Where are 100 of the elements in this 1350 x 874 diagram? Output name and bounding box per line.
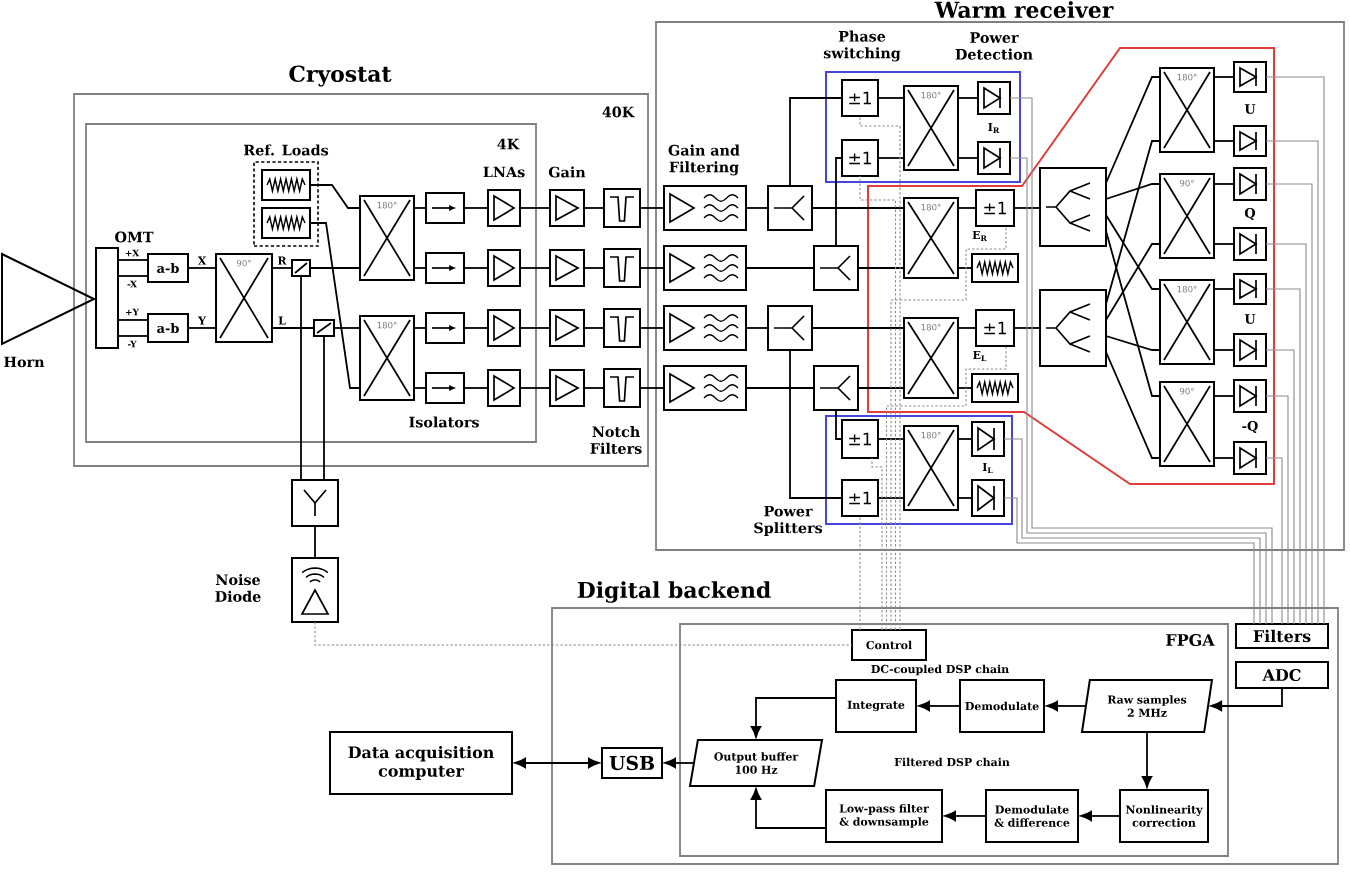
isolator-box [425, 252, 465, 284]
connector-line [957, 97, 979, 99]
connector-line [1213, 395, 1235, 397]
connector-line [1013, 327, 1041, 329]
connector-line [877, 157, 905, 159]
dotted-line [859, 515, 861, 631]
amplifier-box [487, 249, 521, 287]
connector-line [314, 525, 316, 559]
connector-line [639, 327, 665, 329]
connector-line [1013, 207, 1041, 209]
connector-line [957, 438, 973, 440]
connector-line [835, 409, 843, 440]
connector-line [957, 327, 977, 329]
dotted-line [859, 175, 897, 631]
connector-line [413, 267, 427, 269]
connector-line [1105, 230, 1161, 397]
splitter-box [813, 245, 859, 291]
connector-line [1213, 183, 1235, 185]
connector-line [117, 335, 149, 337]
connector-line [117, 275, 149, 277]
connector-line [463, 207, 489, 209]
dotted-line [314, 621, 853, 646]
box-title: Cryostat [289, 65, 392, 87]
connector-line [1213, 76, 1235, 78]
arrow [1046, 700, 1087, 712]
connector-line [519, 207, 551, 209]
connector-line [811, 327, 905, 329]
arrow [1210, 687, 1283, 712]
splitter-box [767, 185, 813, 231]
connector-line [1213, 243, 1235, 245]
load-box [971, 373, 1019, 403]
switch-box: ±1 [975, 189, 1015, 227]
switch-box: ±1 [841, 479, 879, 517]
connector-line [639, 267, 665, 269]
connector-line [745, 267, 815, 269]
detector-box [1233, 227, 1267, 261]
connector-line [1213, 288, 1235, 290]
arrow [1080, 810, 1121, 822]
detector-box [977, 141, 1011, 175]
connector-line [463, 267, 489, 269]
connector-line [519, 267, 551, 269]
connector-line [1105, 335, 1161, 351]
detector-box [1233, 441, 1267, 475]
connector-line [957, 267, 973, 269]
detector-box [971, 421, 1005, 457]
connector-line [1213, 349, 1235, 351]
connector-line [639, 207, 665, 209]
connector-line [1105, 214, 1161, 290]
detector-box [971, 479, 1005, 517]
connector-line [519, 387, 551, 389]
connector-line [745, 327, 769, 329]
arrow [918, 700, 961, 712]
connector-line [583, 207, 605, 209]
combiner-box [291, 479, 339, 527]
amplifier-box [549, 309, 585, 347]
detector-box [1233, 125, 1267, 157]
amplifier-box [487, 309, 521, 347]
connector-line [413, 387, 427, 389]
connector-line [639, 387, 665, 389]
connector-line [309, 222, 361, 389]
detector-box [1233, 61, 1267, 93]
connector-line [1265, 349, 1295, 625]
connector-line [877, 97, 905, 99]
connector-line [1265, 76, 1325, 625]
connector-line [583, 327, 605, 329]
connector-line [1213, 457, 1235, 459]
connector-line [309, 184, 361, 209]
double-arrow [514, 757, 600, 769]
connector-line [877, 438, 905, 440]
connector-line [413, 327, 427, 329]
connector-line [1003, 497, 1255, 625]
splitter-box [767, 305, 813, 351]
connector-line [413, 207, 427, 209]
dotted-line [890, 225, 1007, 631]
connector-line [745, 387, 815, 389]
connector-line [857, 387, 905, 389]
connector-line [583, 267, 605, 269]
amplifier-filter-box [663, 305, 747, 351]
connector-line [271, 267, 293, 269]
connector-line [789, 349, 843, 499]
connector-line [1105, 243, 1161, 321]
detector-box [1233, 167, 1267, 201]
connector-line [1265, 395, 1289, 625]
connector-line [519, 327, 551, 329]
amplifier-filter-box [663, 185, 747, 231]
connector-line [877, 497, 905, 499]
switch-box: ±1 [841, 79, 879, 117]
dotted-line [859, 115, 901, 631]
amplifier-box [549, 249, 585, 287]
notch-filter-box [603, 368, 641, 408]
detector-box [1233, 273, 1267, 305]
connector-line [1265, 183, 1313, 625]
isolator-box [425, 372, 465, 404]
connector-line [789, 97, 843, 187]
amplifier-box [549, 369, 585, 407]
connector-line [1105, 351, 1161, 459]
arrow [664, 757, 695, 769]
splitter-box [813, 365, 859, 411]
splitter-box [1039, 167, 1107, 247]
notch-filter-box [603, 188, 641, 228]
